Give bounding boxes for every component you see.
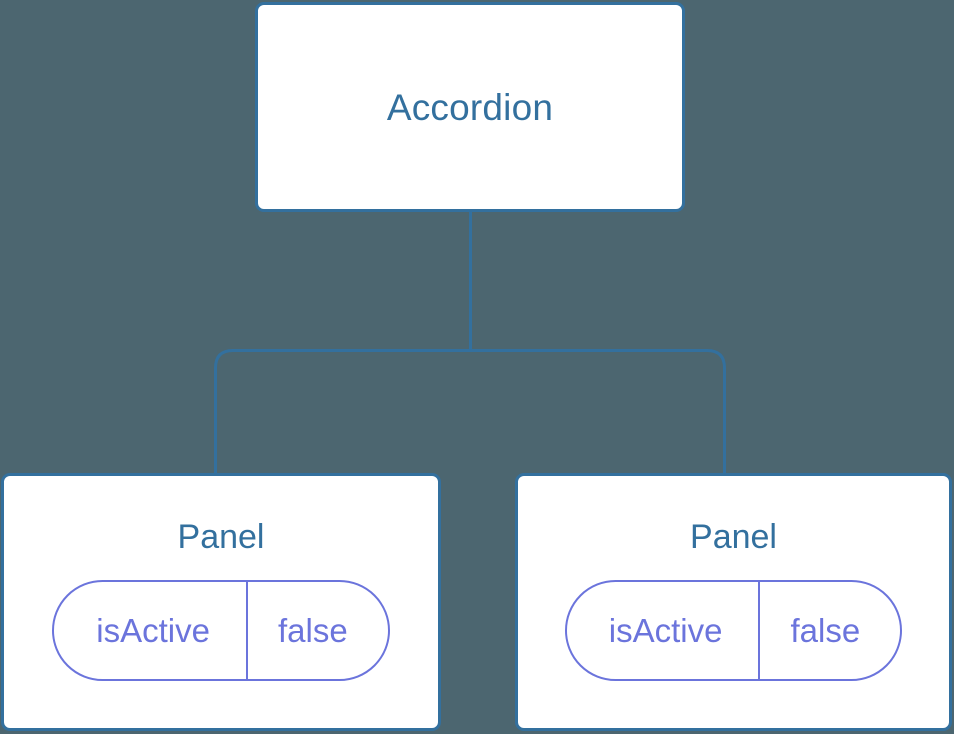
edge-branch-right xyxy=(470,349,726,474)
prop-pill[interactable]: isActive false xyxy=(564,580,903,681)
edge-branch-left xyxy=(214,349,471,474)
tree-node-panel-1[interactable]: Panel isActive false xyxy=(515,473,952,731)
prop-value: false xyxy=(245,582,388,679)
prop-key: isActive xyxy=(608,612,723,649)
node-label: Panel xyxy=(690,518,777,556)
node-label: Panel xyxy=(177,518,265,556)
node-label: Accordion xyxy=(386,86,554,128)
prop-pill[interactable]: isActive false xyxy=(52,580,390,681)
prop-key: isActive xyxy=(96,612,210,649)
prop-value: false xyxy=(758,582,900,679)
node-props: isActive false xyxy=(564,580,903,681)
tree-node-panel-0[interactable]: Panel isActive false xyxy=(1,473,441,731)
tree-node-accordion[interactable]: Accordion xyxy=(255,2,685,212)
node-props: isActive false xyxy=(52,580,390,681)
